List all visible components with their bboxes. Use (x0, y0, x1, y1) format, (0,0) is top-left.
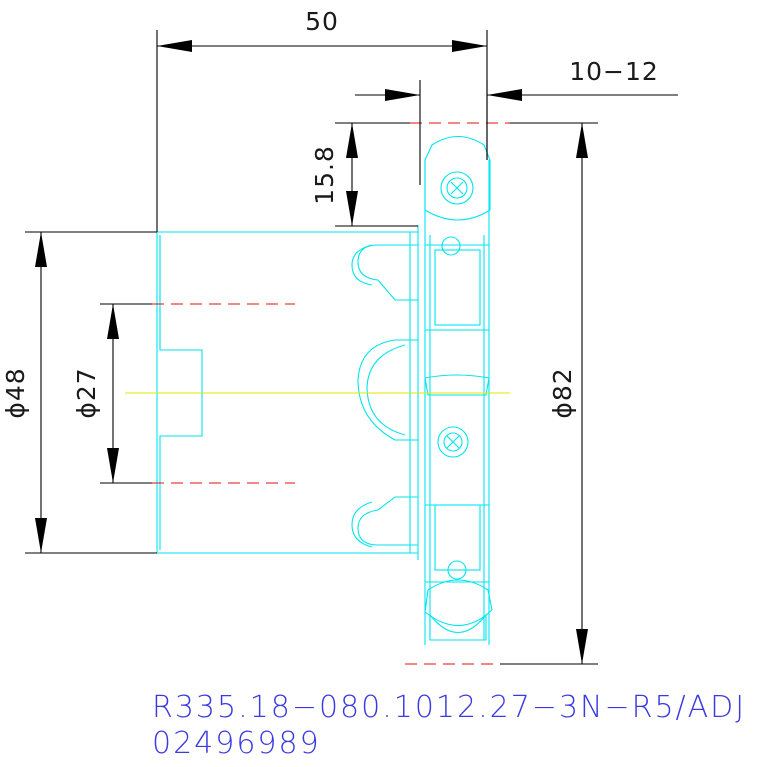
dimension-15-8: 15.8 (310, 122, 418, 227)
center-lines (125, 122, 510, 665)
part-code-caption: R335.18−080.1012.27−3N−R5/ADJ (152, 690, 747, 725)
dimension-dia-82: ϕ82 (500, 122, 598, 665)
dimension-10-12-label: 10−12 (569, 57, 659, 86)
dimension-15-8-label: 15.8 (310, 145, 339, 205)
dimension-dia-27: ϕ27 (72, 303, 152, 484)
dimension-50-label: 50 (305, 7, 339, 36)
dimension-10-12: 10−12 (355, 57, 678, 185)
dimension-dia-82-label: ϕ82 (548, 367, 577, 418)
dimension-dia-27-label: ϕ27 (72, 367, 101, 418)
order-number-caption: 02496989 (152, 726, 321, 761)
dimension-dia-48: ϕ48 (1, 231, 157, 554)
dimension-dia-48-label: ϕ48 (1, 367, 30, 418)
cutter-body-outline (156, 135, 493, 645)
dimension-50: 50 (156, 7, 488, 232)
